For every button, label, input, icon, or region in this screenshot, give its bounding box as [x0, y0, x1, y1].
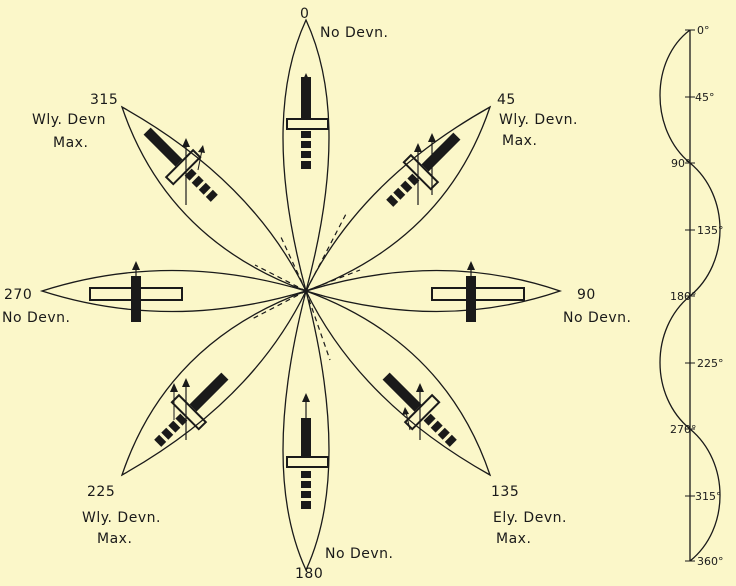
- heading-label-315: 315 Wly. Devn Max.: [32, 92, 118, 151]
- heading-label-90: 90 No Devn.: [563, 287, 632, 326]
- scale-tick-label: 225°: [697, 357, 724, 370]
- scale-tick-label: 360°: [697, 555, 724, 568]
- scale-tick-label: 270°: [670, 423, 697, 436]
- heading-label-180: No Devn. 180: [295, 546, 394, 581]
- svg-text:Max.: Max.: [496, 531, 531, 547]
- scale-tick-label: 0°: [697, 24, 710, 37]
- svg-text:Max.: Max.: [502, 133, 537, 149]
- svg-text:Max.: Max.: [53, 135, 88, 151]
- svg-text:Wly. Devn.: Wly. Devn.: [499, 112, 578, 128]
- heading-label-225: 225 Wly. Devn. Max.: [82, 484, 161, 547]
- scale-tick-label: 315°: [695, 490, 722, 503]
- heading-label-0: 0 No Devn.: [300, 6, 389, 41]
- svg-text:225: 225: [87, 484, 115, 500]
- petal-0: [283, 20, 329, 291]
- svg-text:No Devn.: No Devn.: [2, 310, 71, 326]
- svg-text:Max.: Max.: [97, 531, 132, 547]
- svg-text:0: 0: [300, 6, 309, 22]
- petal-45: [306, 107, 490, 291]
- scale-tick-label: 45°: [695, 91, 715, 104]
- svg-text:315: 315: [90, 92, 118, 108]
- svg-text:45: 45: [497, 92, 516, 108]
- petal-270: [42, 261, 306, 322]
- svg-text:No Devn.: No Devn.: [325, 546, 394, 562]
- petal-180: [283, 291, 329, 570]
- scale-tick-label: 135°: [697, 224, 724, 237]
- svg-text:No Devn.: No Devn.: [563, 310, 632, 326]
- svg-text:Wly. Devn.: Wly. Devn.: [82, 510, 161, 526]
- svg-text:135: 135: [491, 484, 519, 500]
- scale-tick-label: 180°: [670, 290, 697, 303]
- svg-text:90: 90: [577, 287, 596, 303]
- svg-text:Wly. Devn: Wly. Devn: [32, 112, 106, 128]
- svg-text:180: 180: [295, 566, 323, 581]
- heading-label-270: 270 No Devn.: [2, 287, 71, 326]
- svg-text:Ely. Devn.: Ely. Devn.: [493, 510, 567, 526]
- centre-point: [304, 289, 309, 294]
- svg-text:No Devn.: No Devn.: [320, 25, 389, 41]
- scale-tick-label: 90°: [671, 157, 691, 170]
- petal-225: [122, 291, 306, 475]
- petal-135: [306, 291, 490, 475]
- heading-label-45: 45 Wly. Devn. Max.: [497, 92, 578, 149]
- heading-label-135: 135 Ely. Devn. Max.: [491, 484, 567, 547]
- svg-text:270: 270: [4, 287, 32, 303]
- petal-90: [306, 261, 560, 322]
- deviation-scale: 0° 45° 90° 135° 180° 225° 270° 315° 360°: [660, 24, 724, 568]
- petal-315: [122, 107, 306, 291]
